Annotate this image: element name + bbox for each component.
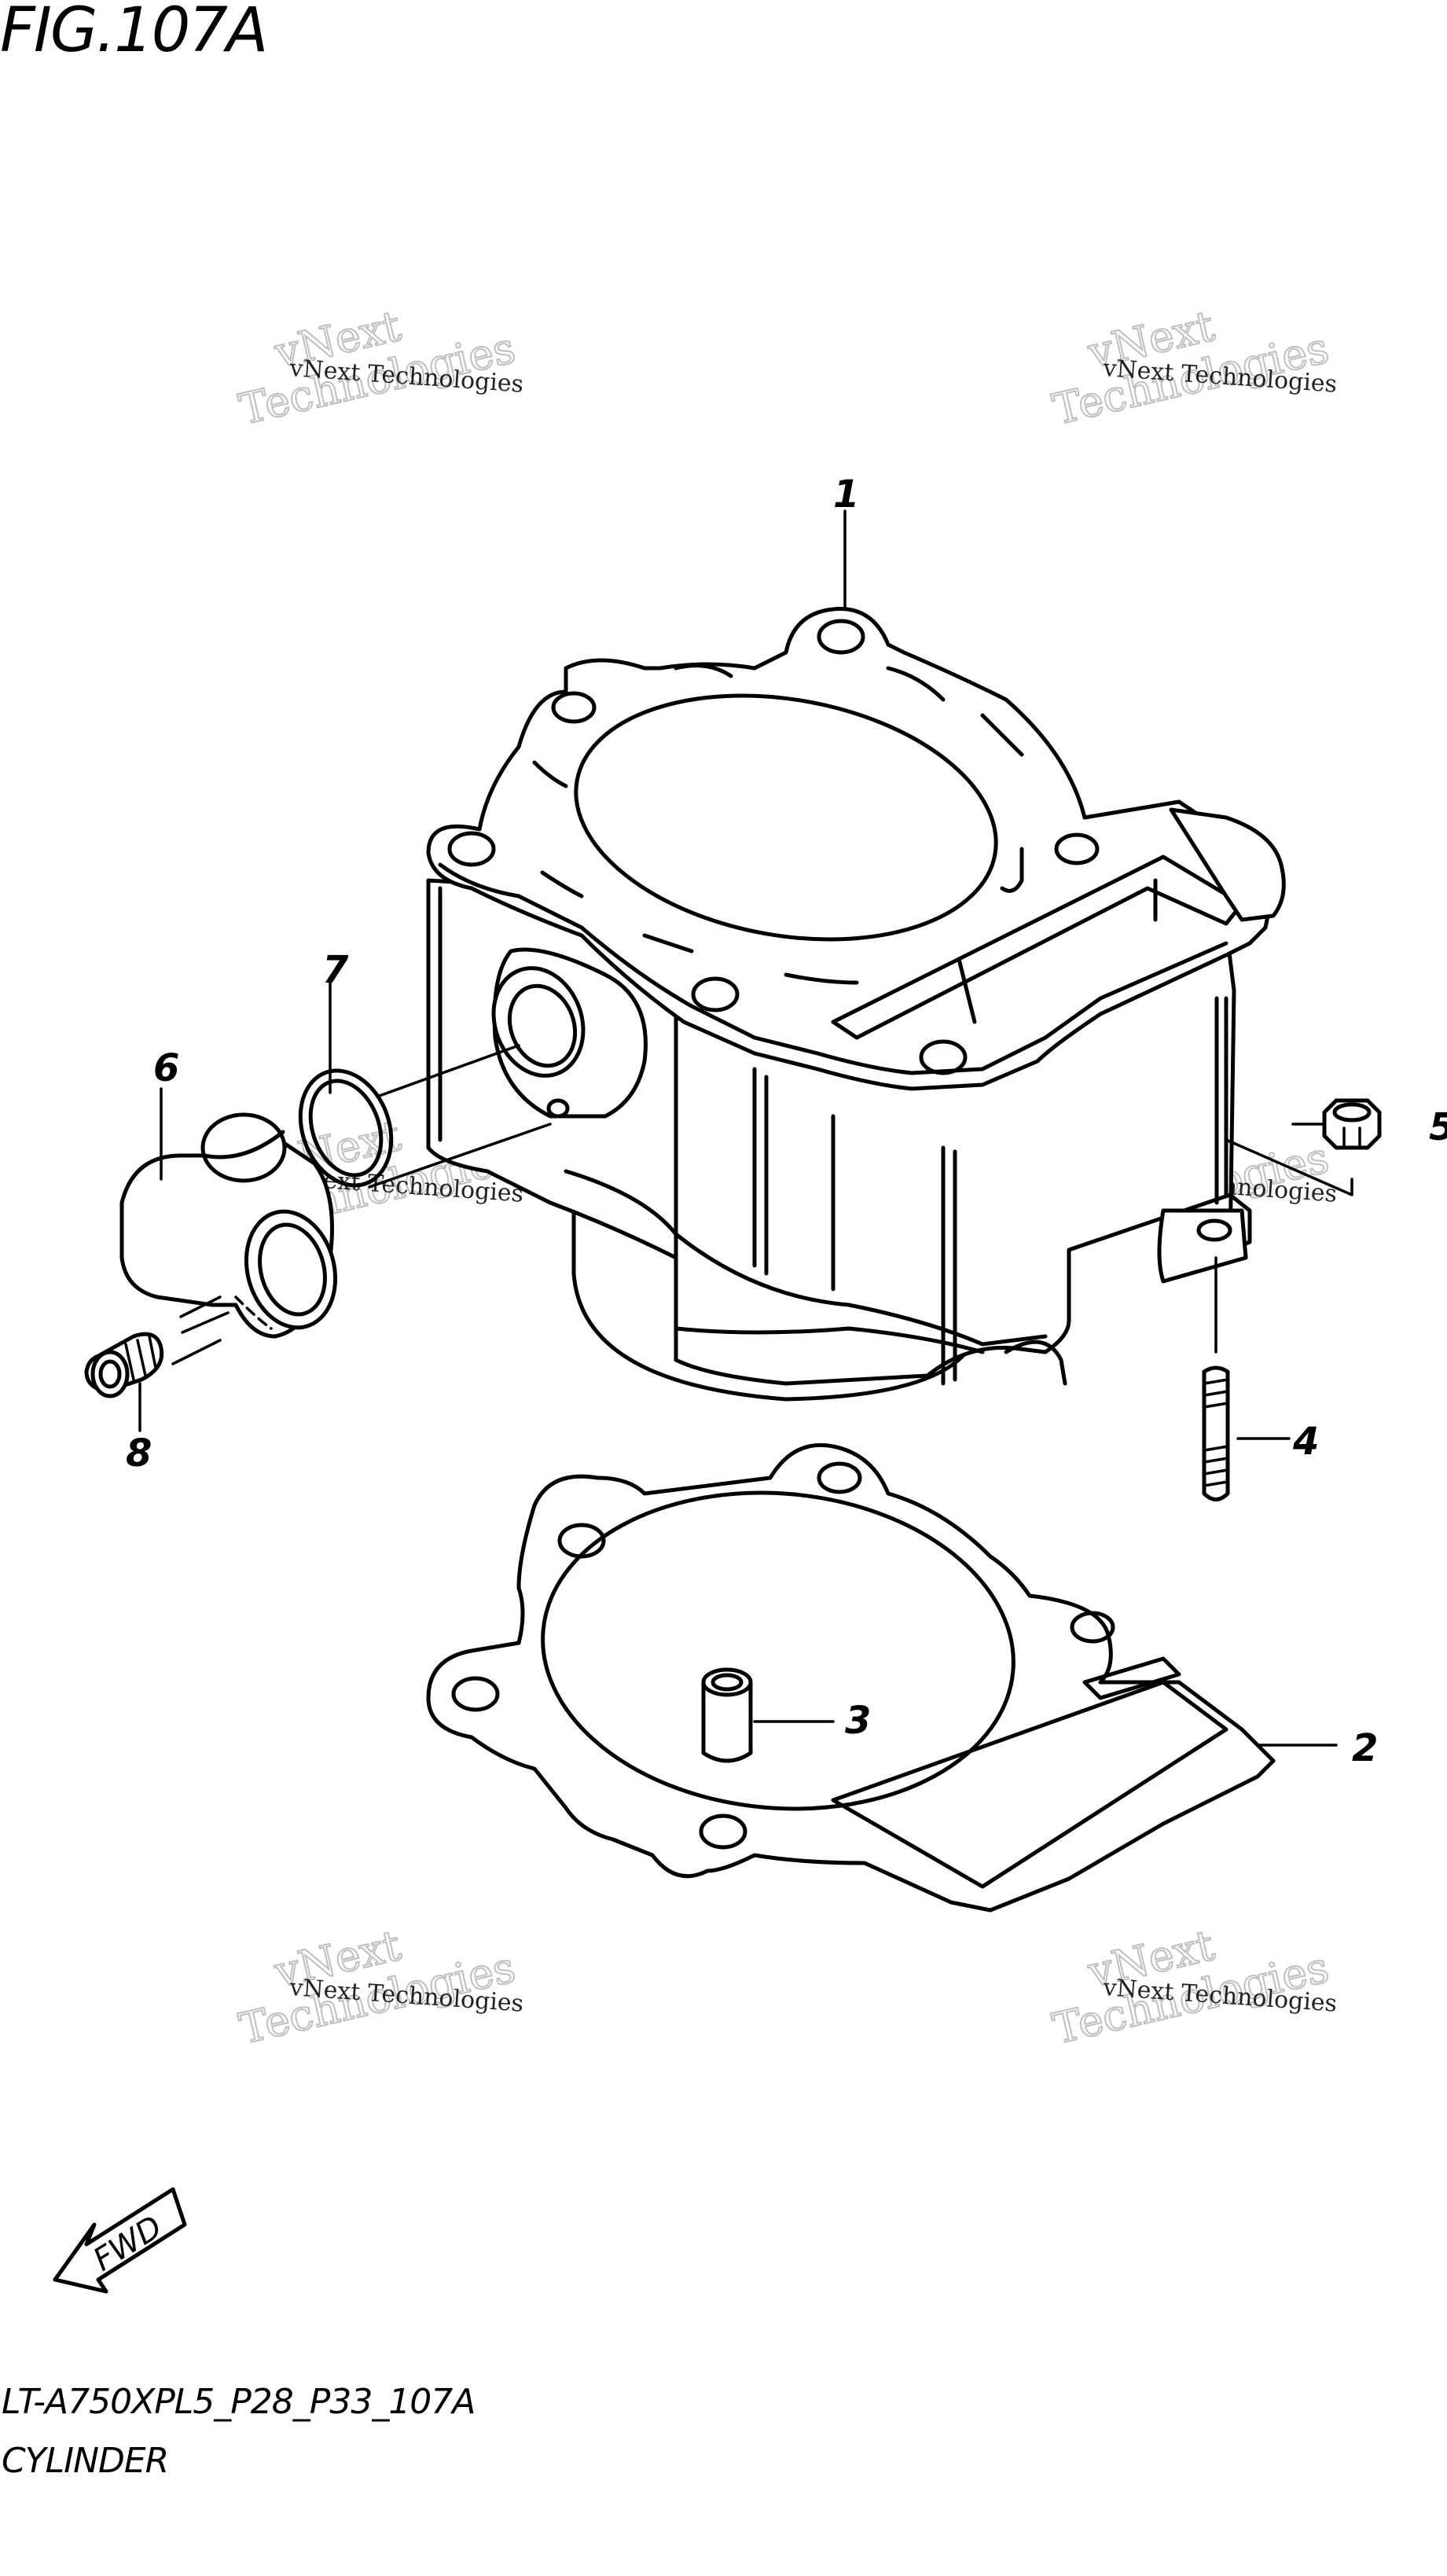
figure-name: CYLINDER [2, 2441, 169, 2481]
callout-7: 7 [322, 948, 349, 992]
water-inlet-pipe-part[interactable] [119, 1112, 348, 1339]
callout-6: 6 [153, 1046, 179, 1090]
leader-lines [138, 509, 1338, 1747]
gasket-part[interactable] [426, 1442, 1276, 1913]
callout-4: 4 [1292, 1420, 1319, 1464]
figure-title: FIG.107A [0, 0, 268, 66]
callout-8: 8 [126, 1431, 152, 1475]
fwd-direction-badge: FWD [53, 2187, 187, 2294]
stud-bolt-part[interactable] [1202, 1256, 1230, 1501]
callout-1: 1 [833, 472, 859, 516]
callout-5: 5 [1429, 1105, 1447, 1149]
bolt-part[interactable] [84, 1332, 164, 1398]
callout-2: 2 [1352, 1726, 1378, 1770]
cylinder-part[interactable] [426, 607, 1286, 1402]
fwd-arrow-icon [53, 2187, 187, 2294]
callout-3: 3 [845, 1699, 871, 1743]
nut-part[interactable] [1225, 1098, 1382, 1196]
figure-code: LT-A750XPL5_P28_P33_107A [2, 2382, 476, 2422]
callout-labels: 1 2 3 4 5 6 7 8 [126, 472, 1447, 1770]
dowel-pin-part[interactable] [701, 1667, 753, 1763]
